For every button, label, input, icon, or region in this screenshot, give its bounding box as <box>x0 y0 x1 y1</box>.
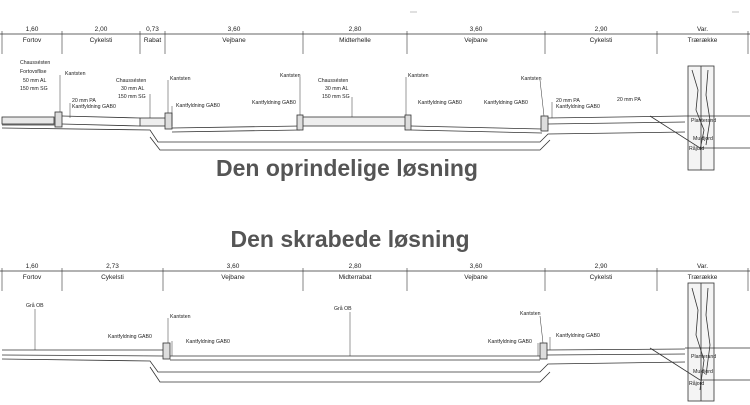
dimension-value: Var. <box>697 26 708 33</box>
dimension-value: 2,80 <box>349 263 362 270</box>
dimension-label: Cykelsti <box>101 274 124 281</box>
annotation: Planterand <box>691 118 716 124</box>
dimension-label: Trærække <box>688 274 718 281</box>
annotation: Kantfyldning GAB0 <box>72 104 116 110</box>
dimension-value: 0,73 <box>146 26 159 33</box>
dimension-value: 3,60 <box>227 263 240 270</box>
dimension-value: 2,73 <box>106 263 119 270</box>
annotation: 30 mm AL <box>121 86 144 92</box>
annotation: Kantfyldning GAB0 <box>418 100 462 106</box>
dimension-value: Var. <box>697 263 708 270</box>
top-leader-lines <box>59 75 553 126</box>
section-title-original: Den oprindelige løsning <box>216 155 478 181</box>
dimension-label: Rabat <box>144 37 162 44</box>
annotation: Kantfyldning GAB0 <box>556 104 600 110</box>
top-annotations: Chaussésten Fortovsflise 50 mm AL 150 mm… <box>20 60 716 152</box>
dimension-value: 2,00 <box>95 26 108 33</box>
dimension-label: Midterrabat <box>339 274 372 281</box>
bottom-annotations: Grå OB Kantsten Kantfyldning GAB0 Grå OB… <box>26 302 716 387</box>
annotation: 20 mm PA <box>556 98 580 104</box>
dimension-label: Vejbane <box>222 37 246 44</box>
dimension-value: 1,60 <box>26 26 39 33</box>
annotation: 150 mm SG <box>322 94 350 100</box>
annotation: Kantfyldning GAB0 <box>176 103 220 109</box>
annotation: Kantsten <box>520 311 541 317</box>
annotation: Fortovsflise <box>20 69 47 75</box>
annotation: Grå OB <box>334 305 352 312</box>
annotation: Kantsten <box>408 73 429 79</box>
dimension-value: 2,90 <box>595 263 608 270</box>
dimension-value: 3,60 <box>470 263 483 270</box>
annotation: Råjord <box>689 380 704 387</box>
annotation: Kantfyldning GAB0 <box>108 334 152 340</box>
dimension-label: Fortov <box>23 274 42 281</box>
annotation: Kantsten <box>521 76 542 82</box>
dimension-label: Trærække <box>688 37 718 44</box>
annotation: Kantsten <box>170 76 191 82</box>
annotation: 150 mm SG <box>20 86 48 92</box>
annotation: Chaussésten <box>318 78 348 84</box>
annotation: 30 mm AL <box>325 86 348 92</box>
dimension-label: Vejbane <box>221 274 245 281</box>
bottom-road-profile <box>1 282 750 402</box>
dimension-value: 2,90 <box>595 26 608 33</box>
annotation: Muldjord <box>693 136 713 142</box>
annotation: Råjord <box>689 145 704 152</box>
annotation: Kantsten <box>280 73 301 79</box>
annotation: Kantfyldning GAB0 <box>186 339 230 345</box>
annotation: Kantfyldning GAB0 <box>556 333 600 339</box>
top-road-profile <box>1 65 750 171</box>
dimension-value: 3,60 <box>228 26 241 33</box>
annotation: Chaussésten <box>116 78 146 84</box>
dimension-value: 3,60 <box>470 26 483 33</box>
annotation: Muldjord <box>693 369 713 375</box>
dimension-label: Midterhelle <box>339 37 371 44</box>
annotation: 20 mm PA <box>617 97 641 103</box>
annotation: Kantsten <box>170 314 191 320</box>
annotation: Kantfyldning GAB0 <box>252 100 296 106</box>
annotation: Kantfyldning GAB0 <box>484 100 528 106</box>
annotation: Kantfyldning GAB0 <box>488 339 532 345</box>
annotation: 150 mm SG <box>118 94 146 100</box>
dimension-label: Vejbane <box>464 274 488 281</box>
annotation: 50 mm AL <box>23 78 46 84</box>
annotation: Chaussésten <box>20 60 50 66</box>
dimension-value: 2,80 <box>349 26 362 33</box>
bottom-leader-lines <box>34 309 551 356</box>
dimension-label: Cykelsti <box>590 274 613 281</box>
dimension-value: 1,60 <box>26 263 39 270</box>
annotation: 20 mm PA <box>72 98 96 104</box>
annotation: Grå OB <box>26 302 44 309</box>
annotation: Planterand <box>691 354 716 360</box>
dimension-label: Cykelsti <box>90 37 113 44</box>
section-title-scraped: Den skrabede løsning <box>230 226 470 252</box>
dimension-label: Fortov <box>23 37 42 44</box>
annotation: Kantsten <box>65 71 86 77</box>
dimension-label: Vejbane <box>464 37 488 44</box>
dimension-label: Cykelsti <box>590 37 613 44</box>
